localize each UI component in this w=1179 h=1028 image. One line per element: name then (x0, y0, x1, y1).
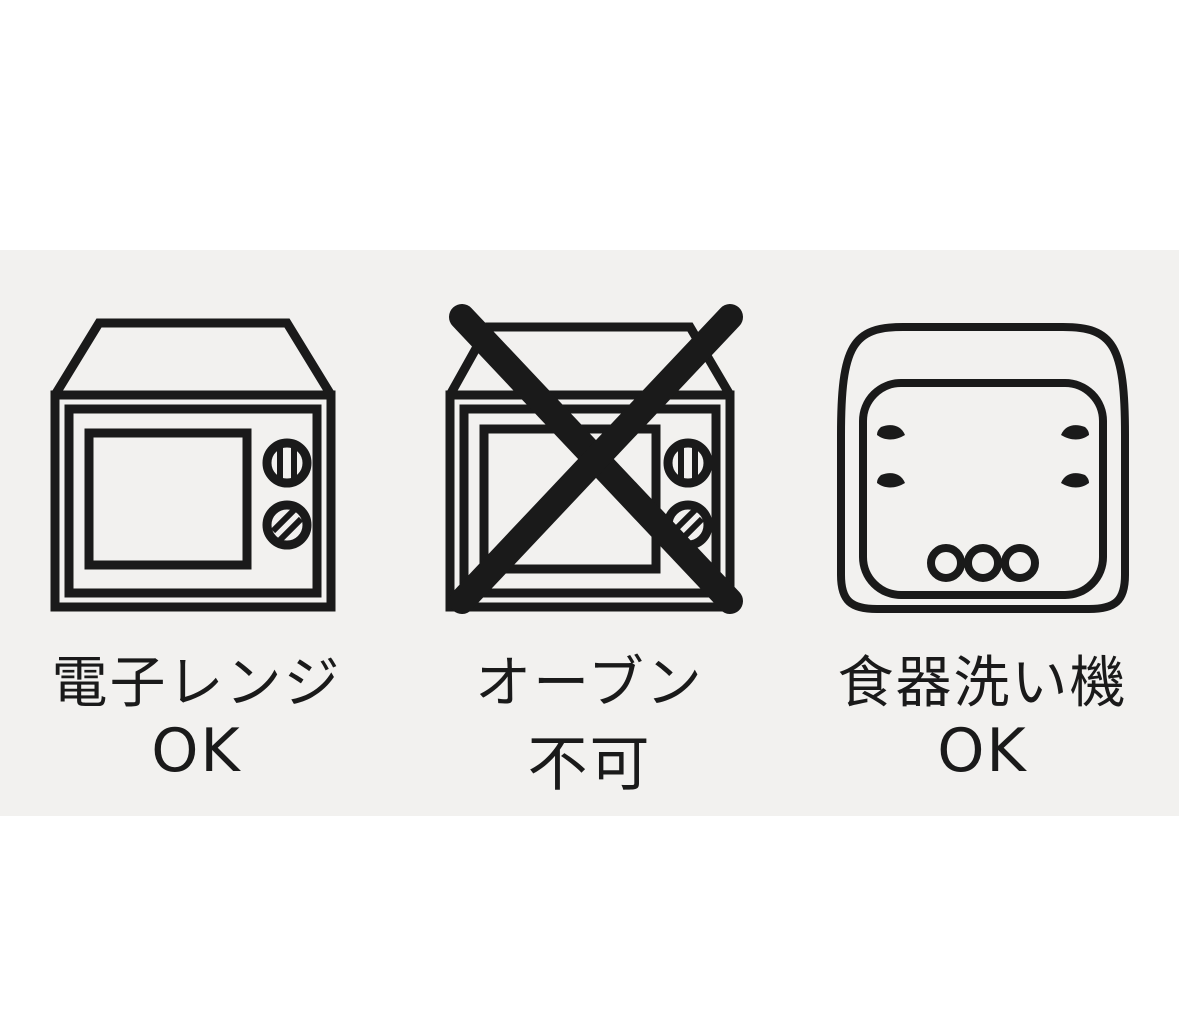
cross-icon (448, 304, 743, 614)
microwave-icon (50, 318, 335, 612)
symbol-label: 食器洗い機 (837, 651, 1128, 716)
symbol-label: オーブン (475, 651, 704, 716)
symbol-status: 不可 (527, 730, 652, 800)
microwave-symbol: 電子レンジ OK (0, 250, 393, 816)
oven-symbol: オーブン 不可 (393, 250, 786, 816)
dishwasher-icon (836, 323, 1129, 613)
oven-crossed-icon (445, 304, 743, 614)
symbol-status: OK (937, 716, 1028, 786)
symbol-status: OK (151, 716, 242, 786)
symbol-band: 電子レンジ OK (0, 250, 1179, 816)
symbol-label: 電子レンジ (51, 651, 342, 716)
dishwasher-symbol: 食器洗い機 OK (786, 250, 1179, 816)
